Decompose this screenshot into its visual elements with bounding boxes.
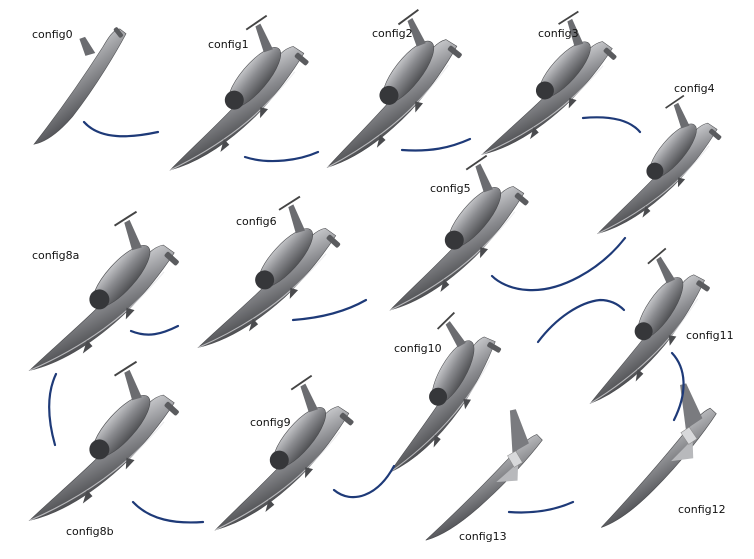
connector-1-2 [243,150,320,163]
connector-8a-8b [48,372,58,447]
label-config2: config2 [372,27,413,40]
vehicle-config13 [390,403,559,544]
connector-4-5 [490,236,627,292]
label-config1: config1 [208,38,249,51]
label-config12: config12 [678,503,726,516]
connectors [48,116,685,524]
label-config0: config0 [32,28,73,41]
label-config3: config3 [538,27,579,40]
label-config9: config9 [250,416,291,429]
label-config6: config6 [236,215,277,228]
label-config11: config11 [686,329,734,342]
connector-13-12 [507,500,575,514]
vehicle-config8b [0,353,198,531]
connector-6-8a [129,324,180,336]
connector-8b-9 [131,500,205,524]
vehicle-config11 [541,239,731,412]
vehicle-config9 [171,367,373,540]
vehicle-config8a [0,203,198,381]
vehicle-config5 [346,147,548,320]
connector-10-11 [536,298,626,344]
connector-5-6 [291,298,368,322]
label-config4: config4 [674,82,715,95]
label-config13: config13 [459,530,507,543]
label-config5: config5 [430,182,471,195]
connector-11-12 [670,351,685,422]
connector-0-1 [82,120,160,138]
vehicle-config10 [336,303,524,481]
connector-9-10 [332,464,396,499]
label-config8a: config8a [32,249,79,262]
label-config10: config10 [394,342,442,355]
connector-2-3 [400,137,472,152]
connector-3-4 [581,116,642,134]
label-config8b: config8b [66,525,114,538]
vehicle-config1 [126,7,328,180]
vehicle-config0 [0,13,149,149]
vehicle-config4 [558,88,738,242]
